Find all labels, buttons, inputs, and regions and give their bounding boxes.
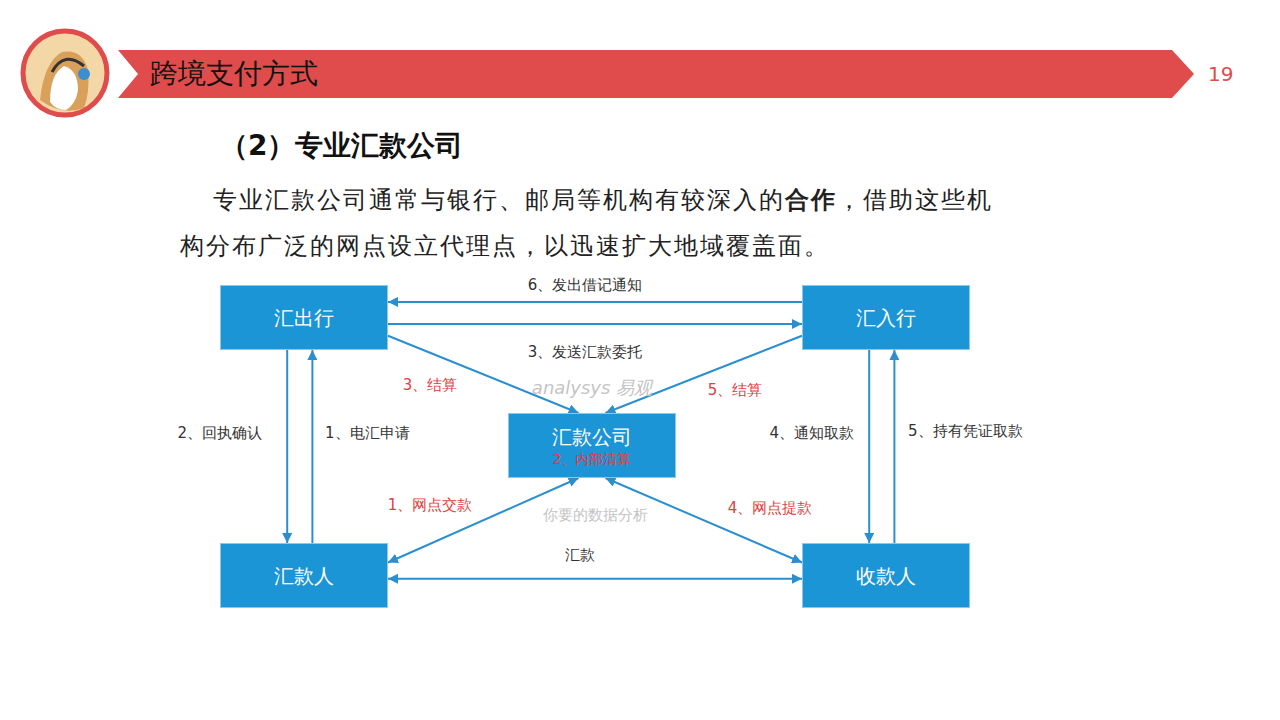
avatar-hair — [40, 51, 89, 110]
flow-arrow — [286, 350, 288, 543]
box-note: 2、内部清算 — [553, 450, 632, 468]
process-box: 汇出行 — [220, 285, 388, 350]
header-band — [118, 50, 1194, 98]
edge-label: 6、发出借记通知 — [525, 276, 646, 294]
box-label: 汇款公司 — [552, 424, 632, 450]
edge-label: 3、发送汇款委托 — [525, 343, 646, 361]
flow-arrow — [311, 350, 313, 543]
box-label: 汇出行 — [274, 305, 334, 331]
process-box: 汇入行 — [802, 285, 970, 350]
avatar-ring — [23, 31, 107, 115]
edge-label: 4、网点提款 — [725, 499, 816, 517]
process-box: 汇款人 — [220, 543, 388, 608]
edge-label: 汇款 — [562, 546, 598, 564]
box-label: 收款人 — [856, 563, 916, 589]
section-heading: （2）专业汇款公司 — [220, 129, 463, 163]
avatar-icon — [23, 31, 107, 115]
page-number: 19 — [1208, 62, 1233, 86]
process-box: 收款人 — [802, 543, 970, 608]
edge-label: 2、回执确认 — [174, 424, 265, 442]
flow-arrow — [893, 350, 895, 543]
edge-label: 1、电汇申请 — [322, 424, 413, 442]
body-emphasis: 合作 — [785, 186, 837, 214]
title-holder: 跨境支付方式 — [150, 57, 318, 95]
watermark: analysys 易观 — [532, 377, 652, 399]
box-label: 汇入行 — [856, 305, 916, 331]
avatar-earpiece — [78, 68, 90, 80]
body-text: 专业汇款公司通常与银行、邮局等机构有较深入的 — [213, 186, 785, 214]
flow-arrow — [388, 301, 802, 303]
slide-title: 跨境支付方式 — [150, 57, 318, 90]
edge-label: 3、结算 — [400, 376, 461, 394]
paragraph: 专业汇款公司通常与银行、邮局等机构有较深入的合作，借助这些机构分布广泛的网点设立… — [180, 177, 1010, 269]
flow-arrow — [388, 323, 802, 325]
edge-label: 1、网点交款 — [385, 496, 476, 514]
avatar-headset — [52, 59, 84, 72]
flow-arrow — [868, 350, 870, 543]
edge-label: 5、结算 — [705, 381, 766, 399]
edge-label: 4、通知取款 — [766, 424, 857, 442]
process-box: 汇款公司2、内部清算 — [508, 413, 676, 478]
box-label: 汇款人 — [274, 563, 334, 589]
edge-label: 5、持有凭证取款 — [905, 422, 1026, 440]
watermark: 你要的数据分析 — [543, 506, 648, 524]
flow-arrow — [388, 578, 802, 580]
avatar-face — [50, 66, 78, 110]
